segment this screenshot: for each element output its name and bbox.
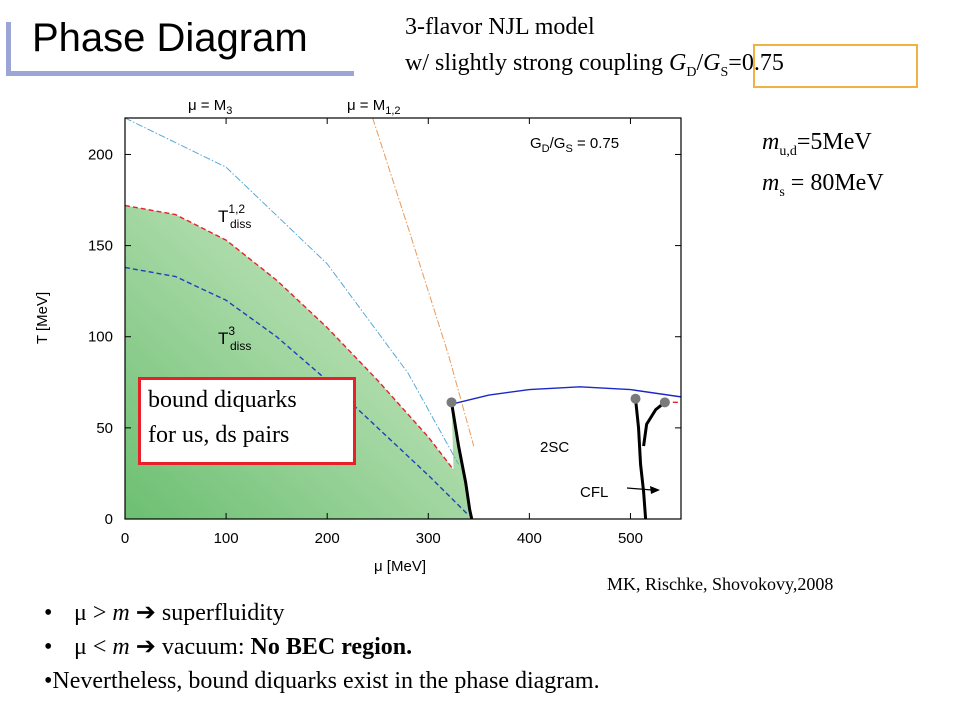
critical-point-1 [630,393,641,404]
x-tick-label-0: 0 [121,530,129,547]
mass-s-value: = 80MeV [784,170,884,196]
annotation-ratio: GD/GS = 0.75 [530,135,619,155]
series-T_diss_3 [125,266,470,516]
bullet-mu: μ [74,634,87,660]
mass-ud: mu,d=5MeV [762,129,872,160]
bullet-text: vacuum: [161,634,251,660]
mass-s: ms = 80MeV [762,170,884,201]
label-2sc-phase: 2SC [540,439,569,456]
bullet-arrow: ➔ [129,600,162,626]
bullet-list: • μ > m ➔ superfluidity • μ < m ➔ vacuum… [44,596,600,698]
series-T_diss_12 [125,204,455,471]
ratio-highlight-box [753,44,918,88]
bullet-rel: > [86,600,113,626]
bullet-bold-text: No BEC region. [250,634,413,660]
bound-diquark-region [125,205,472,519]
bullet-dot: • [44,600,53,626]
y-axis-label: T [MeV] [34,292,51,344]
series-CFL_boundary_right [642,401,666,447]
bullet-nevertheless: •Nevertheless, bound diquarks exist in t… [44,664,600,698]
bullet-dot: • [44,668,53,694]
cfl-arrowhead [650,486,660,494]
series-CFL_boundary_left [634,398,648,519]
y-tick-label-150: 150 [88,238,113,255]
y-tick-label-50: 50 [96,420,113,437]
bullet-text: superfluidity [161,600,285,626]
slide-title: Phase Diagram [32,16,308,60]
title-accent-horizontal [6,71,354,76]
ratio-g2: G [703,50,721,76]
ratio-g1: G [669,50,687,76]
y-tick-label-0: 0 [105,511,113,528]
model-coupling: w/ slightly strong coupling GD/GS=0.75 [405,50,784,81]
bullet-superfluidity: • μ > m ➔ superfluidity [44,596,600,630]
mass-ud-value: =5MeV [796,129,872,155]
mass-s-sub: s [779,184,785,200]
model-description: 3-flavor NJL model [405,14,595,40]
plot-frame [124,117,682,520]
bullet-arrow: ➔ [129,634,162,660]
citation: MK, Rischke, Shovokovy,2008 [607,574,834,594]
diquark-box-line1: bound diquarks [148,387,297,413]
bullet-text: Nevertheless, bound diquarks exist in th… [52,668,600,694]
cfl-arrow [626,487,653,491]
y-tick-label-200: 200 [88,146,113,163]
mass-ud-sub: u,d [779,143,797,159]
series-mu_eq_M12 [372,118,475,447]
diquark-highlight-box [138,377,356,465]
ratio-sub2: S [720,64,729,80]
x-tick-label-100: 100 [214,530,239,547]
diquark-box-line2: for us, ds pairs [148,422,290,448]
bullet-dot: • [44,634,53,660]
critical-point-0 [446,397,457,408]
bullet-m: m [112,600,130,626]
x-tick-label-300: 300 [416,530,441,547]
label-mu-m12: μ = M1,2 [347,97,401,117]
series-chiral_boundary [450,402,474,519]
bullet-rel: < [86,634,113,660]
ratio-slash: / [696,50,704,76]
x-tick-label-500: 500 [618,530,643,547]
series-mu_eq_M3 [125,118,460,465]
mass-s-symbol: m [762,170,780,196]
bullet-mu: μ [74,600,87,626]
ratio-value: =0.75 [728,50,784,76]
ratio-sub1: D [686,64,697,80]
x-tick-label-400: 400 [517,530,542,547]
title-accent-vertical [6,22,11,76]
mass-ud-symbol: m [762,129,780,155]
bullet-m: m [112,634,130,660]
x-axis-label: μ [MeV] [374,558,426,575]
series-2SC_boundary [451,386,681,405]
label-cfl-phase: CFL [580,484,608,501]
x-tick-label-200: 200 [315,530,340,547]
critical-point-2 [659,397,670,408]
label-mu-m3: μ = M3 [188,97,232,117]
bullet-vacuum: • μ < m ➔ vacuum: No BEC region. [44,630,600,664]
y-tick-label-100: 100 [88,329,113,346]
coupling-prefix: w/ slightly strong coupling [405,50,669,76]
